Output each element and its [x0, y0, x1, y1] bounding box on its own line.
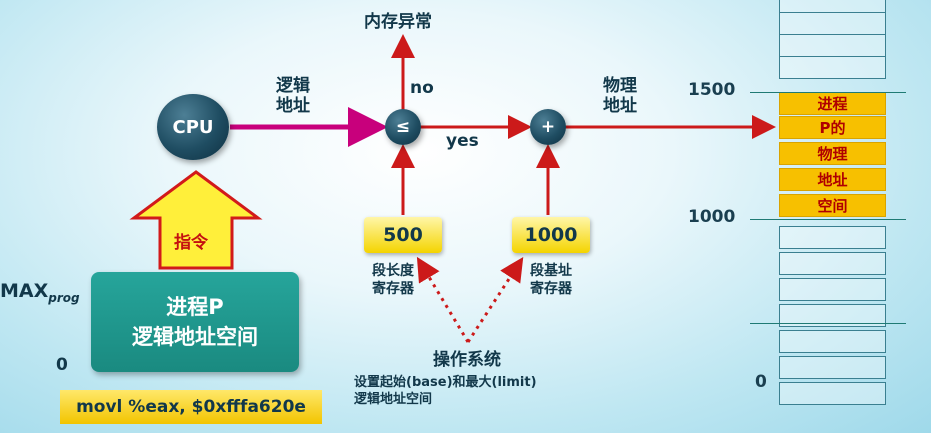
arrow-os-to-base — [466, 256, 524, 343]
logical-address-line-2: 地址 — [276, 96, 310, 116]
cpu-label: CPU — [172, 116, 214, 138]
memory-cell — [779, 304, 886, 327]
memory-highlight-text: 进程 — [817, 95, 848, 113]
base-register-name: 段基址 寄存器 — [530, 262, 572, 298]
memory-highlight-cell: 地址 — [779, 168, 886, 191]
max-label-base: MAX — [0, 280, 49, 302]
memory-cell — [779, 382, 886, 405]
base-register-name-1: 段基址 — [530, 263, 572, 279]
os-description: 设置起始(base)和最大(limit) 逻辑地址空间 — [354, 374, 537, 408]
physical-address-line-2: 地址 — [603, 96, 637, 116]
limit-register: 500 — [364, 217, 442, 253]
memory-highlight-cell: 进程 — [779, 92, 886, 115]
process-logical-space: 进程P 逻辑地址空间 — [91, 272, 299, 372]
memory-cell — [779, 226, 886, 249]
physical-memory: 进程 P的 物理 地址 空间 — [779, 0, 886, 405]
os-title: 操作系统 — [433, 350, 501, 370]
limit-register-value: 500 — [383, 224, 423, 246]
instruction-label: 指令 — [174, 233, 208, 253]
memory-highlight-text: 物理 — [817, 145, 848, 163]
memory-highlight-cell: P的 — [779, 116, 886, 139]
logical-address-line-1: 逻辑 — [276, 76, 310, 96]
memory-cell — [779, 12, 886, 35]
cpu-node: CPU — [157, 94, 229, 160]
compare-node: ≤ — [385, 109, 421, 145]
process-box-line-2: 逻辑地址空间 — [132, 325, 258, 349]
base-register-name-2: 寄存器 — [530, 281, 572, 297]
memory-exception-label: 内存异常 — [364, 12, 432, 32]
memory-cell — [779, 278, 886, 301]
memory-cell — [779, 34, 886, 57]
memory-highlight-text: 空间 — [817, 197, 848, 215]
memory-highlight-text: P的 — [819, 119, 846, 137]
memory-tick-1000: 1000 — [688, 207, 736, 227]
physical-address-line-1: 物理 — [603, 76, 637, 96]
memory-cell — [779, 56, 886, 79]
memory-tick-line — [750, 323, 906, 324]
limit-register-name-2: 寄存器 — [372, 281, 414, 297]
limit-register-name-1: 段长度 — [372, 263, 414, 279]
compare-symbol: ≤ — [395, 117, 411, 137]
logical-address-label: 逻辑 地址 — [276, 76, 310, 116]
os-desc-line-2: 逻辑地址空间 — [354, 392, 433, 407]
plus-symbol: + — [540, 117, 556, 137]
yes-label: yes — [446, 131, 479, 151]
max-prog-label: MAXprog — [0, 280, 80, 305]
memory-tick-line — [750, 92, 906, 93]
process-box-line-1: 进程P — [166, 295, 224, 319]
no-label: no — [410, 78, 434, 98]
memory-cell — [779, 356, 886, 379]
memory-highlight-text: 地址 — [817, 171, 848, 189]
max-label-sub: prog — [48, 290, 80, 305]
memory-tick-line — [750, 219, 906, 220]
limit-register-name: 段长度 寄存器 — [372, 262, 414, 298]
memory-highlight-cell: 物理 — [779, 142, 886, 165]
memory-highlight-cell: 空间 — [779, 194, 886, 217]
add-node: + — [530, 109, 566, 145]
memory-cell — [779, 252, 886, 275]
memory-cell — [779, 330, 886, 353]
os-desc-line-1: 设置起始(base)和最大(limit) — [354, 375, 537, 390]
arrow-os-to-limit — [416, 256, 470, 343]
physical-address-label: 物理 地址 — [603, 76, 637, 116]
base-register-value: 1000 — [524, 224, 578, 246]
memory-tick-0: 0 — [755, 372, 767, 392]
instruction-arrow — [129, 170, 263, 270]
memory-tick-1500: 1500 — [688, 80, 736, 100]
base-register: 1000 — [512, 217, 590, 253]
instruction-command: movl %eax, $0xfffa620e — [60, 390, 322, 424]
zero-left-label: 0 — [56, 355, 68, 375]
